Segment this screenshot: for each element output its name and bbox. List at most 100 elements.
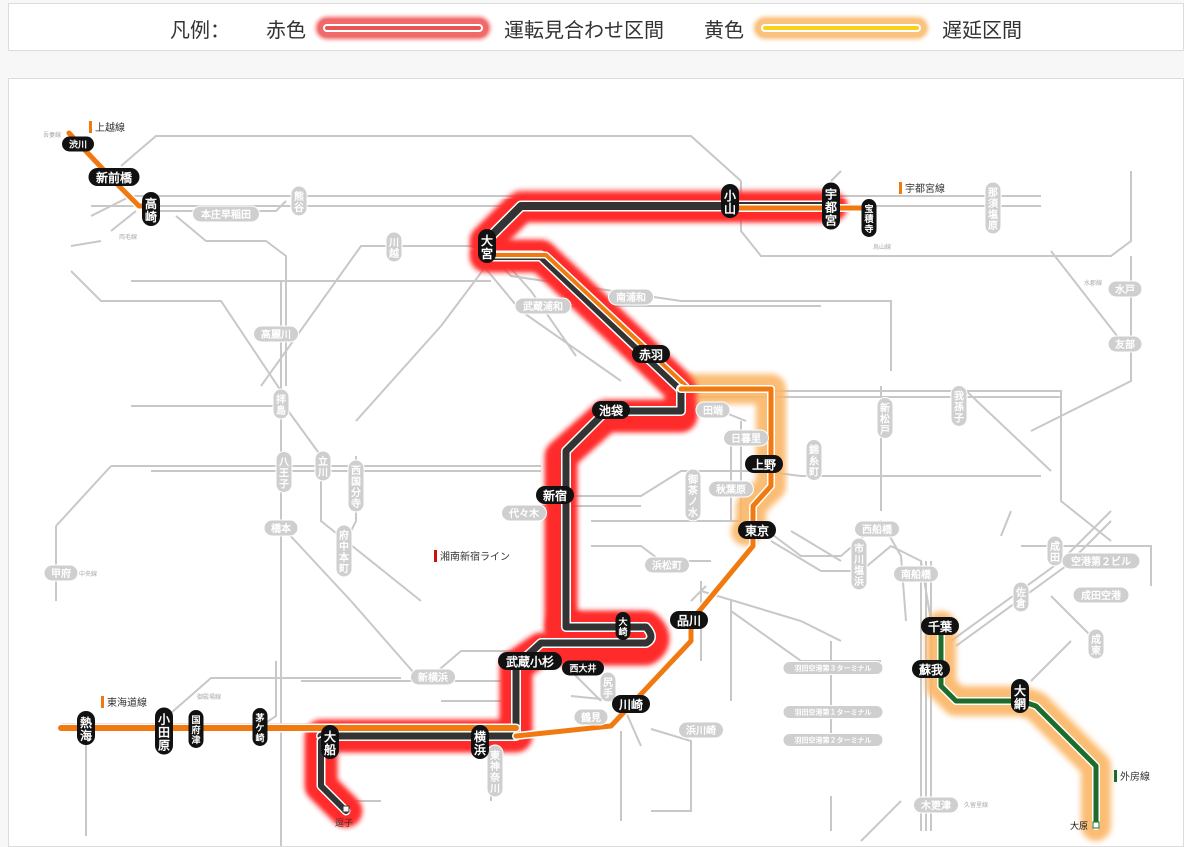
station-label-char: 分 bbox=[351, 486, 361, 499]
station-haneda_t3[interactable]: 羽田空港第３ターミナル bbox=[782, 661, 884, 675]
station-badge bbox=[632, 345, 670, 363]
station-label-char: 中 bbox=[339, 540, 349, 553]
station-tokyo[interactable]: 東京 bbox=[738, 521, 776, 539]
station-badge bbox=[536, 486, 574, 504]
station-shinyokohama[interactable]: 新横浜 bbox=[410, 668, 456, 686]
station-naruto[interactable]: 成東 bbox=[1087, 628, 1105, 660]
station-label: 西大井 bbox=[569, 663, 596, 675]
legend-red-label: 赤色 bbox=[266, 17, 306, 42]
station-haijima[interactable]: 拝島 bbox=[272, 388, 290, 420]
station-takahagi[interactable]: 高麗川 bbox=[253, 325, 299, 343]
station-soga[interactable]: 蘇我 bbox=[912, 660, 950, 678]
station-chiba[interactable]: 千葉 bbox=[921, 617, 959, 635]
station-hamakawasaki[interactable]: 浜川崎 bbox=[678, 721, 724, 739]
station-ofuna[interactable]: 大船 bbox=[321, 725, 339, 759]
station-badge bbox=[782, 705, 884, 719]
station-kisarazu[interactable]: 木更津 bbox=[913, 796, 959, 814]
station-atami[interactable]: 熱海 bbox=[77, 711, 95, 745]
station-shinkawasaki[interactable]: 尻手 bbox=[599, 671, 617, 703]
station-musashikosugi[interactable]: 武蔵小杉 bbox=[498, 652, 562, 670]
station-musashiurawa[interactable]: 武蔵浦和 bbox=[514, 297, 572, 315]
station-narita[interactable]: 成田 bbox=[1046, 535, 1064, 567]
station-sakura[interactable]: 佐倉 bbox=[1012, 581, 1030, 613]
station-haneda_t2[interactable]: 羽田空港第２ターミナル bbox=[782, 733, 884, 747]
station-ueno[interactable]: 上野 bbox=[745, 455, 783, 473]
station-badge bbox=[1061, 552, 1141, 570]
station-label: 東京 bbox=[745, 523, 769, 538]
station-label-char: 茶 bbox=[687, 484, 699, 497]
station-tachikawa[interactable]: 立川 bbox=[314, 450, 332, 482]
station-shinmaebashi[interactable]: 新前橋 bbox=[88, 168, 140, 186]
station-label: 赤羽 bbox=[639, 347, 663, 362]
station-kawagoe[interactable]: 川越 bbox=[385, 231, 403, 263]
minor-line-label: 水郡線 bbox=[1084, 279, 1102, 287]
bg-line bbox=[70, 270, 282, 392]
station-kumagaya[interactable]: 熊谷 bbox=[290, 185, 308, 217]
station-kinshicho[interactable]: 錦糸町 bbox=[805, 439, 823, 481]
station-hoshakuji[interactable]: 宝積寺 bbox=[861, 199, 877, 237]
bg-line bbox=[55, 465, 112, 527]
station-nippori[interactable]: 日暮里 bbox=[723, 429, 769, 447]
station-shibukawa[interactable]: 渋川 bbox=[62, 136, 94, 152]
station-yokohama[interactable]: 横浜 bbox=[471, 725, 489, 759]
station-oyama[interactable]: 小山 bbox=[721, 184, 739, 218]
station-tomobe2[interactable]: 我孫子 bbox=[950, 385, 968, 427]
bg-line bbox=[650, 728, 692, 812]
station-label-char: 子 bbox=[954, 413, 964, 425]
station-takasaki[interactable]: 高崎 bbox=[142, 192, 160, 226]
station-label-char: 崎 bbox=[145, 209, 157, 224]
station-narita_airport[interactable]: 成田空港 bbox=[1072, 586, 1130, 604]
station-minamifunabashi[interactable]: 南船橋 bbox=[893, 565, 939, 583]
station-mito[interactable]: 水戸 bbox=[1107, 280, 1143, 298]
station-airport_t2[interactable]: 空港第２ビル bbox=[1061, 552, 1141, 570]
station-badge bbox=[1107, 335, 1143, 353]
station-hamamatsucho[interactable]: 浜松町 bbox=[644, 556, 690, 574]
station-label-char: 戸 bbox=[880, 425, 890, 437]
station-kawasaki[interactable]: 川崎 bbox=[612, 695, 650, 713]
station-odawara[interactable]: 小田原 bbox=[155, 707, 173, 755]
station-shinmatsudo[interactable]: 新松戸 bbox=[876, 397, 894, 439]
station-shinjuku[interactable]: 新宿 bbox=[536, 486, 574, 504]
station-tabata[interactable]: 田端 bbox=[695, 401, 731, 419]
minor-line-label: 吾妻線 bbox=[43, 131, 61, 139]
station-chigasaki[interactable]: 茅ケ崎 bbox=[252, 708, 268, 746]
station-badge bbox=[562, 660, 604, 676]
station-osaki[interactable]: 大崎 bbox=[615, 612, 631, 640]
station-akihabara[interactable]: 秋葉原 bbox=[708, 480, 754, 498]
station-haneda_t1[interactable]: 羽田空港第１ターミナル bbox=[782, 705, 884, 719]
bg-line bbox=[790, 530, 842, 562]
station-utsunomiya[interactable]: 宇都宮 bbox=[822, 182, 840, 230]
station-nishifunabashi[interactable]: 西船橋 bbox=[854, 520, 900, 538]
station-label: 渋川 bbox=[69, 139, 87, 151]
station-akabane[interactable]: 赤羽 bbox=[632, 345, 670, 363]
station-badge bbox=[314, 450, 332, 482]
station-hachioji[interactable]: 八王子 bbox=[275, 451, 293, 493]
station-minamiurawa[interactable]: 南浦和 bbox=[608, 288, 654, 306]
station-kofu[interactable]: 甲府 bbox=[43, 564, 79, 582]
bg-line bbox=[70, 240, 102, 247]
station-ikebukuro[interactable]: 池袋 bbox=[592, 401, 630, 419]
station-tsurumi[interactable]: 鶴見 bbox=[573, 708, 609, 726]
station-kozu[interactable]: 国府津 bbox=[188, 710, 204, 748]
station-label-char: 府 bbox=[191, 724, 200, 736]
station-tomobe[interactable]: 友部 bbox=[1107, 335, 1143, 353]
station-yoyogi[interactable]: 代々木 bbox=[501, 504, 547, 522]
station-label-char: 東 bbox=[490, 749, 500, 762]
station-omiya[interactable]: 大宮 bbox=[478, 229, 496, 263]
station-badge bbox=[950, 385, 968, 427]
station-label-char: 谷 bbox=[294, 201, 305, 214]
station-honjo_waseda[interactable]: 本庄早稲田 bbox=[192, 205, 260, 223]
station-nishioi[interactable]: 西大井 bbox=[562, 660, 604, 676]
bg-line bbox=[355, 325, 442, 422]
station-shinagawa[interactable]: 品川 bbox=[670, 611, 708, 629]
station-oami[interactable]: 大網 bbox=[1011, 679, 1029, 713]
bg-line bbox=[830, 170, 842, 182]
station-hashimoto[interactable]: 橋本 bbox=[263, 519, 299, 537]
bg-line bbox=[1030, 256, 1132, 432]
